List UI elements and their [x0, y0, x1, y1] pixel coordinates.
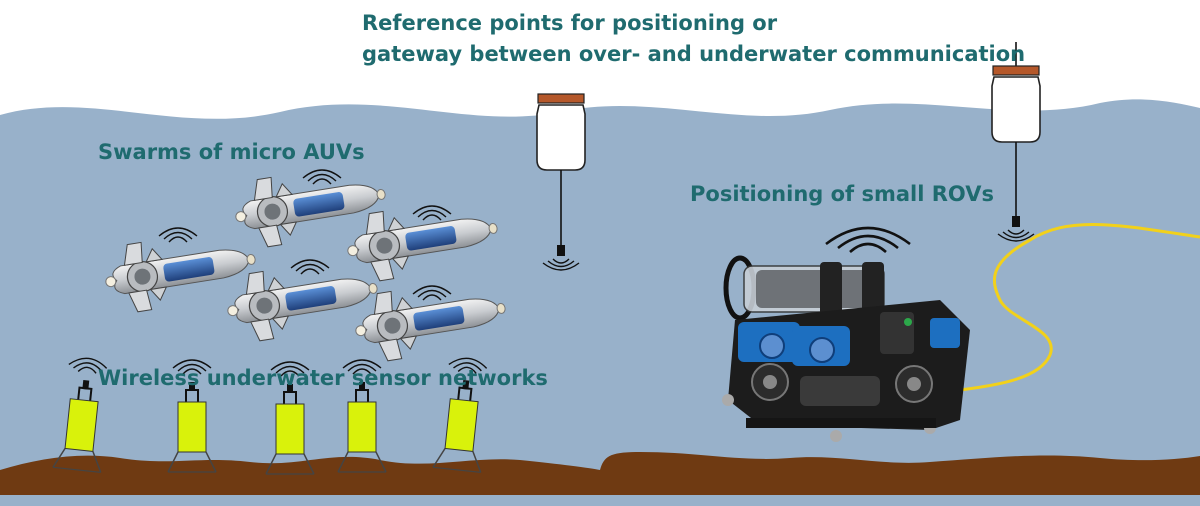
reference-label-line1: Reference points for positioning or: [362, 11, 778, 35]
transducer-icon: [1012, 216, 1020, 227]
buoy-icon: [991, 65, 1041, 143]
sensor-network-label: Wireless underwater sensor networks: [98, 366, 548, 390]
signal-arc-icon: [825, 226, 911, 253]
reference-label-line2: gateway between over- and underwater com…: [362, 42, 1026, 66]
seabed: [0, 452, 1200, 495]
transducer-icon: [557, 245, 565, 256]
reference-points-label: Reference points for positioning or gate…: [362, 8, 1025, 70]
rov-positioning-label: Positioning of small ROVs: [690, 182, 994, 206]
buoy-icon: [536, 93, 586, 171]
rov-icon: [722, 255, 970, 442]
auv-swarm-label: Swarms of micro AUVs: [98, 140, 365, 164]
